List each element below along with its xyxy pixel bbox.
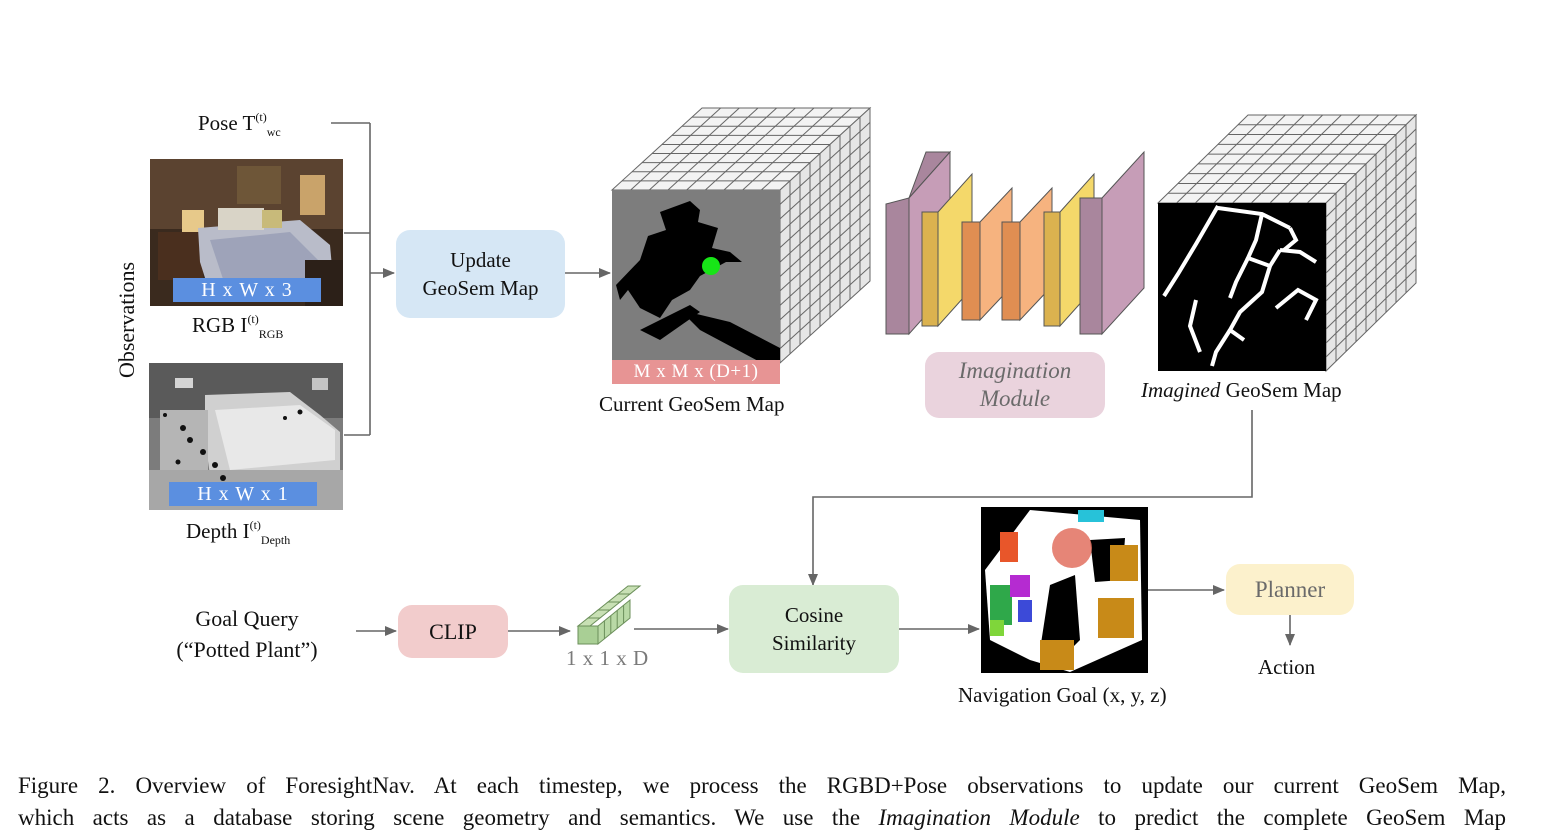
imagined-map-label: Imagined GeoSem Map [1141,378,1342,402]
observations-label: Observations [114,261,139,379]
current-map-cube [610,106,872,365]
navigation-goal-label: Navigation Goal (x, y, z) [958,683,1167,707]
rgb-dims-tag: H x W x 3 [173,278,321,302]
imagined-map-cube [1156,113,1418,373]
update-box-line2: GeoSem Map [422,276,539,300]
goal-query-label: Goal Query (“Potted Plant”) [176,603,317,665]
action-label: Action [1258,655,1316,679]
figure-caption: Figure 2. Overview of ForesightNav. At e… [18,770,1506,834]
imagination-module-box: Imagination Module [925,352,1105,418]
embedding-vector [576,585,642,646]
imagination-box-line1: Imagination [958,358,1072,383]
pose-label: Pose T(t)wc [198,110,281,139]
caption-line1: Figure 2. Overview of ForesightNav. At e… [18,773,1506,798]
update-box-line1: Update [450,248,511,272]
imagination-box-line2: Module [979,386,1051,411]
rgb-image [150,159,343,306]
goal-query-line2: (“Potted Plant”) [176,637,318,662]
current-map-front [612,190,780,363]
clip-box: CLIP [398,605,508,658]
embedding-dims-label: 1 x 1 x D [566,646,649,670]
imagination-layers [885,150,1145,336]
cosine-box-line2: Similarity [772,631,856,655]
depth-dims-tag: H x W x 1 [169,482,317,506]
navigation-goal-map [981,507,1148,673]
depth-label: Depth I(t)Depth [186,518,291,547]
arrow-imagined-to-cosine [808,410,1253,586]
cosine-similarity-box: Cosine Similarity [729,585,899,673]
planner-box: Planner [1226,564,1354,615]
rgb-label: RGB I(t)RGB [192,312,284,341]
current-map-label: Current GeoSem Map [599,392,785,416]
cosine-box-line1: Cosine [784,603,844,627]
update-geosem-map-box: Update GeoSem Map [396,230,565,318]
goal-query-line1: Goal Query [195,606,299,631]
imagined-map-front [1158,203,1326,371]
observation-bracket [331,122,371,436]
current-map-dims-tag: M x M x (D+1) [612,360,780,384]
caption-line2: which acts as a database storing scene g… [18,805,1506,830]
